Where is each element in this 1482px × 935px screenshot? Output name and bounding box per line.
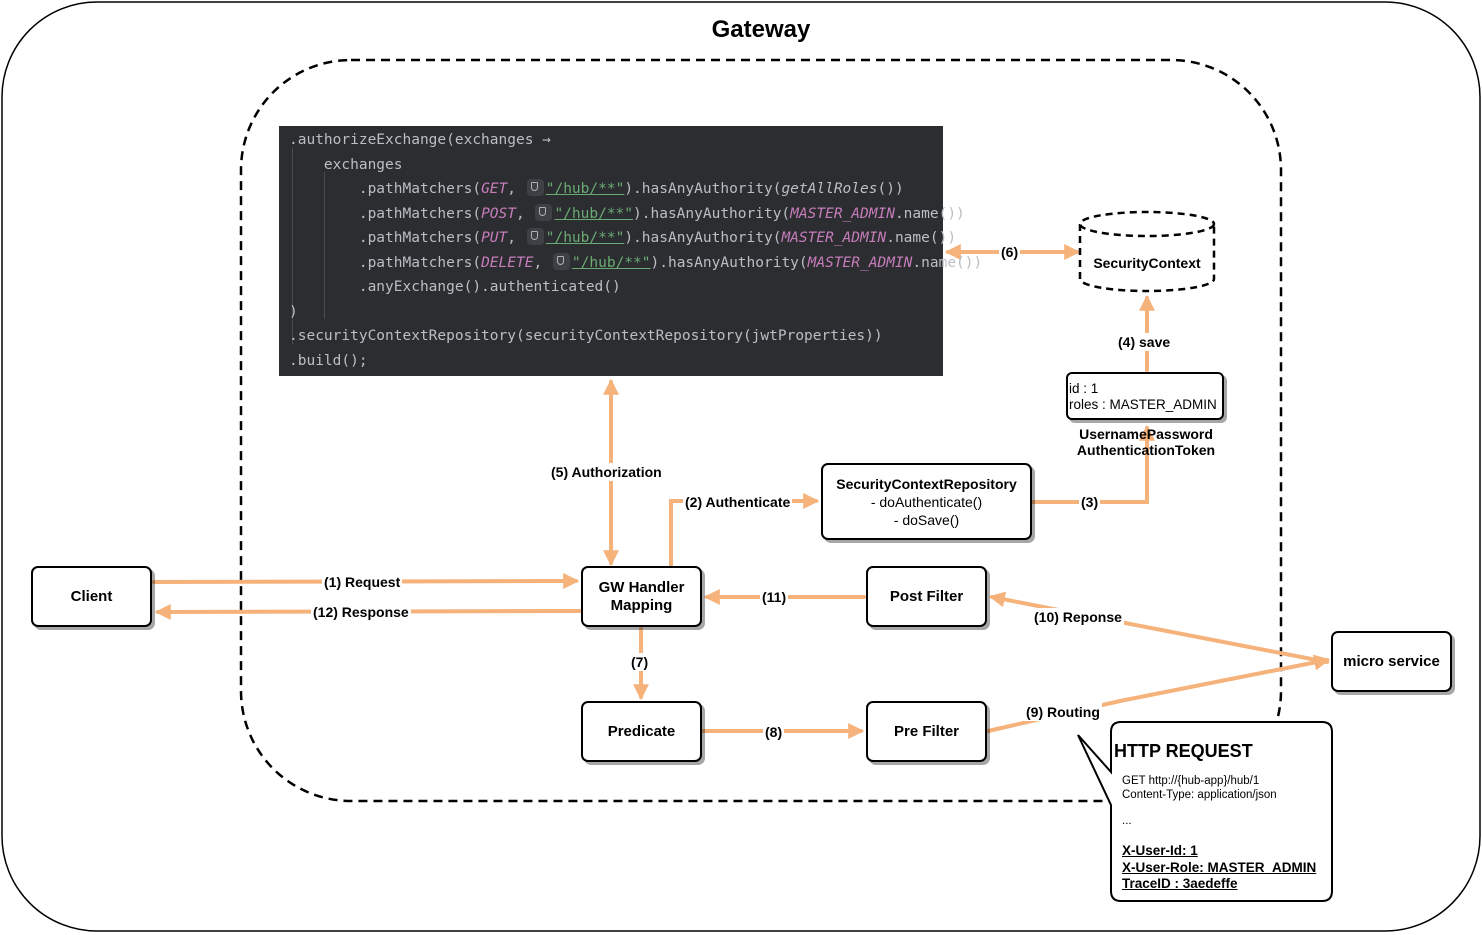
client-node: Client [31,566,152,627]
code-line: .pathMatchers(DELETE, "/hub/**").hasAnyA… [358,252,983,271]
http-request-callout [1077,721,1333,902]
code-line: ) [289,303,298,320]
shield-icon [526,179,544,196]
gateway-title: Gateway [711,16,811,43]
edge-label-routing: (9) Routing [1024,703,1102,721]
edge-reponse [988,591,1329,664]
security-config-code: .authorizeExchange(exchanges → exchanges… [279,126,983,376]
token-roles: roles : MASTER_ADMIN [1069,397,1217,412]
code-line: .securityContextRepository(securityConte… [289,328,883,344]
edge-label-7: (7) [629,653,651,671]
post-filter-node: Post Filter [866,566,987,627]
edge-label-save: (4) save [1116,333,1173,351]
code-line: .authorizeExchange(exchanges → [289,132,551,148]
security-context-repository-node: SecurityContextRepository - doAuthentica… [821,463,1032,540]
code-line: .pathMatchers(PUT, "/hub/**").hasAnyAuth… [358,228,957,246]
security-context-label: SecurityContext [1093,255,1201,271]
code-line: .pathMatchers(POST, "/hub/**").hasAnyAut… [358,203,965,222]
edge-label-8: (8) [763,723,785,741]
gateway-inner-boundary [239,58,1283,803]
edge-label-3: (3) [1079,493,1101,511]
code-line: .build(); [289,352,368,369]
http-request-title: HTTP REQUEST [1114,741,1253,761]
edge-routing [986,654,1331,733]
authentication-token-box: id : 1 roles : MASTER_ADMIN [1066,372,1224,420]
code-line: exchanges [323,156,403,173]
security-context-cylinder [1078,210,1216,293]
edge-label-request: (1) Request [322,573,403,591]
edge-label-response: (12) Response [311,603,411,621]
code-line: .anyExchange().authenticated() [358,279,621,295]
micro-service-node: micro service [1331,631,1452,692]
shield-icon [535,203,553,221]
edge-label-authenticate: (2) Authenticate [683,493,793,511]
pre-filter-node: Pre Filter [866,701,987,762]
predicate-node: Predicate [581,701,702,762]
shield-icon [552,252,570,270]
token-id: id : 1 [1069,381,1099,396]
http-request-headers: X-User-Id: 1 X-User-Role: MASTER_ADMIN T… [1122,843,1317,891]
code-line: .pathMatchers(GET, "/hub/**").hasAnyAuth… [358,179,904,197]
edge-label-6: (6) [999,243,1021,261]
edge-label-11: (11) [760,588,789,606]
edge-label-authorization: (5) Authorization [549,463,664,481]
edge-label-reponse: (10) Reponse [1032,608,1124,626]
edge-3 [1031,424,1155,504]
shield-icon [526,228,544,245]
indent-guide [324,172,325,319]
http-request-body: GET http://{hub-app}/hub/1 Content-Type:… [1122,775,1277,827]
indent-guide [292,148,293,344]
authentication-token-caption: UsernamePassword AuthenticationToken [1076,426,1216,458]
